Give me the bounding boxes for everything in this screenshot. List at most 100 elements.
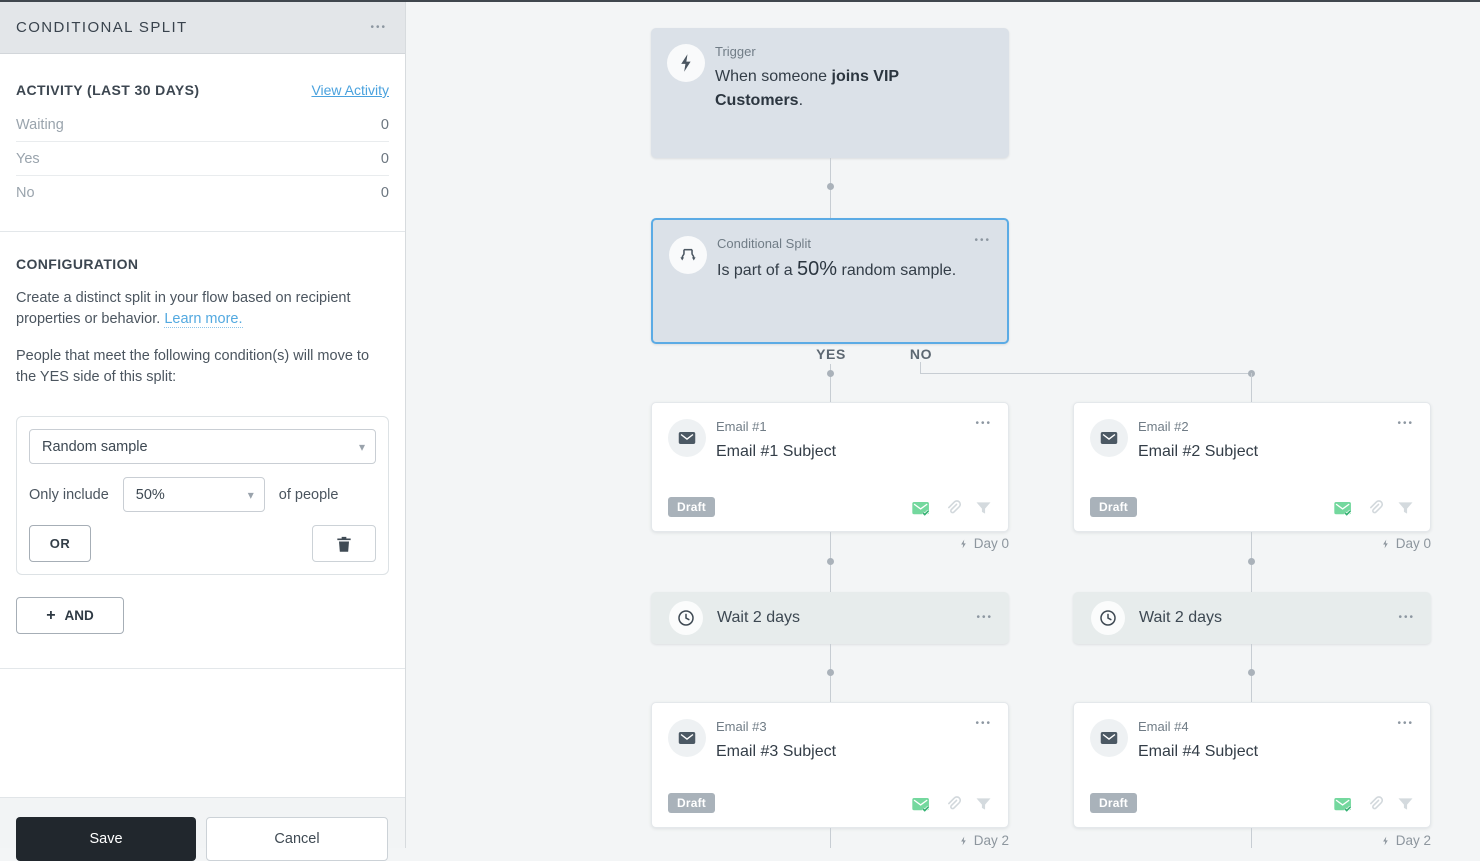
wait-label: Wait 2 days [1139, 609, 1222, 626]
split-icon-circle [669, 236, 707, 274]
email-text: Email #3 Email #3 Subject [716, 719, 968, 764]
activity-header: ACTIVITY (LAST 30 DAYS) View Activity [16, 82, 389, 98]
plus-icon: + [46, 606, 56, 624]
conditional-split-panel: CONDITIONAL SPLIT ••• ACTIVITY (LAST 30 … [0, 2, 406, 861]
split-title-suffix: random sample. [837, 262, 957, 279]
split-title: Is part of a 50% random sample. [717, 257, 967, 283]
email-ready-icon [911, 500, 931, 517]
day-text: Day 0 [973, 536, 1009, 551]
email-subject: Email #3 Subject [716, 743, 837, 760]
email-icon-circle [1090, 419, 1128, 457]
email-more-menu-icon[interactable]: ••• [1397, 718, 1414, 729]
description-text: Create a distinct split in your flow bas… [16, 290, 351, 327]
split-text: Conditional Split Is part of a 50% rando… [717, 236, 967, 283]
split-title-prefix: Is part of a [717, 262, 798, 279]
trigger-icon-circle [667, 44, 705, 82]
view-activity-link[interactable]: View Activity [311, 82, 389, 98]
branch-label-no: NO [909, 346, 933, 362]
percent-select[interactable]: 50% ▾ [122, 477, 265, 512]
cancel-button[interactable]: Cancel [206, 817, 388, 861]
connector-dot [827, 370, 834, 377]
email-status-icons [911, 794, 994, 815]
connector-dot [1248, 669, 1255, 676]
delete-condition-button[interactable] [312, 525, 376, 562]
email-subject: Email #2 Subject [1138, 443, 1259, 460]
filter-icon [1398, 798, 1413, 810]
status-badge: Draft [668, 793, 716, 813]
email-subject: Email #4 Subject [1138, 743, 1259, 760]
email-more-menu-icon[interactable]: ••• [1397, 418, 1414, 429]
save-button[interactable]: Save [16, 817, 196, 861]
activity-heading: ACTIVITY (LAST 30 DAYS) [16, 82, 200, 98]
split-more-menu-icon[interactable]: ••• [974, 235, 991, 246]
panel-body: ACTIVITY (LAST 30 DAYS) View Activity Wa… [0, 82, 405, 669]
clock-icon [1100, 610, 1116, 626]
trash-icon [337, 536, 351, 552]
email-more-menu-icon[interactable]: ••• [975, 418, 992, 429]
clock-icon [678, 610, 694, 626]
trigger-title-prefix: When someone [715, 68, 832, 85]
split-icon [679, 248, 697, 262]
filter-icon [976, 502, 991, 514]
or-button[interactable]: OR [29, 525, 91, 562]
email-icon-circle [668, 419, 706, 457]
email-card-4[interactable]: Email #4 Email #4 Subject ••• Draft [1073, 702, 1431, 828]
day-lightning-icon [1382, 539, 1388, 548]
learn-more-link[interactable]: Learn more. [164, 311, 243, 328]
stat-value: 0 [380, 117, 389, 133]
trigger-title: When someone joins VIP Customers. [715, 65, 937, 113]
trigger-title-suffix: . [798, 92, 804, 109]
stat-label: No [16, 185, 35, 201]
email-icon-circle [668, 719, 706, 757]
day-lightning-icon [960, 539, 966, 548]
connector-line [1251, 828, 1252, 848]
percent-value: 50% [135, 486, 165, 503]
stat-value: 0 [380, 185, 389, 201]
wait-more-menu-icon[interactable]: ••• [976, 612, 993, 623]
email-card-2[interactable]: Email #2 Email #2 Subject ••• Draft [1073, 402, 1431, 532]
connector-line-no [1251, 373, 1252, 402]
and-label: AND [64, 608, 94, 623]
panel-footer: Save Cancel [0, 797, 405, 861]
activity-stats: Waiting 0 Yes 0 No 0 [16, 108, 389, 209]
condition-actions: OR [29, 525, 376, 562]
wait-card-1[interactable]: Wait 2 days ••• [651, 592, 1009, 644]
wait-card-2[interactable]: Wait 2 days ••• [1073, 592, 1431, 644]
email-text: Email #1 Email #1 Subject [716, 419, 968, 464]
trigger-title-bold: joins VIP Customers [715, 68, 899, 109]
email-more-menu-icon[interactable]: ••• [975, 718, 992, 729]
chevron-down-icon: ▾ [247, 487, 254, 502]
conditional-split-card[interactable]: Conditional Split Is part of a 50% rando… [651, 218, 1009, 344]
condition-type-select[interactable]: Random sample ▾ [29, 429, 376, 464]
section-divider [0, 668, 405, 669]
day-label: Day 2 [1295, 833, 1431, 848]
panel-more-menu-icon[interactable]: ••• [370, 21, 387, 33]
wait-icon-circle [669, 601, 703, 635]
split-title-percent: 50% [797, 258, 838, 280]
envelope-icon [1100, 431, 1118, 445]
email-card-1[interactable]: Email #1 Email #1 Subject ••• Draft [651, 402, 1009, 532]
filter-icon [976, 798, 991, 810]
stat-label: Waiting [16, 117, 64, 133]
wait-icon-circle [1091, 601, 1125, 635]
paperclip-icon [948, 796, 962, 810]
wait-more-menu-icon[interactable]: ••• [1398, 612, 1415, 623]
paperclip-icon [948, 500, 962, 514]
trigger-card[interactable]: Trigger When someone joins VIP Customers… [651, 28, 1009, 158]
day-text: Day 2 [973, 833, 1009, 848]
configuration-heading: CONFIGURATION [16, 256, 139, 272]
branch-label-yes: YES [816, 346, 846, 362]
email-card-3[interactable]: Email #3 Email #3 Subject ••• Draft [651, 702, 1009, 828]
email-status-icons [911, 498, 994, 519]
wait-label: Wait 2 days [717, 609, 800, 626]
email-text: Email #4 Email #4 Subject [1138, 719, 1390, 764]
stat-label: Yes [16, 151, 40, 167]
add-and-condition-button[interactable]: + AND [16, 597, 124, 634]
condition-intro: People that meet the following condition… [16, 348, 370, 385]
day-label: Day 0 [1295, 536, 1431, 551]
only-include-label: Only include [29, 486, 109, 503]
split-kind-label: Conditional Split [717, 236, 811, 251]
stat-row-no: No 0 [16, 175, 389, 209]
lightning-icon [681, 54, 691, 72]
configuration-description: Create a distinct split in your flow bas… [16, 288, 389, 330]
